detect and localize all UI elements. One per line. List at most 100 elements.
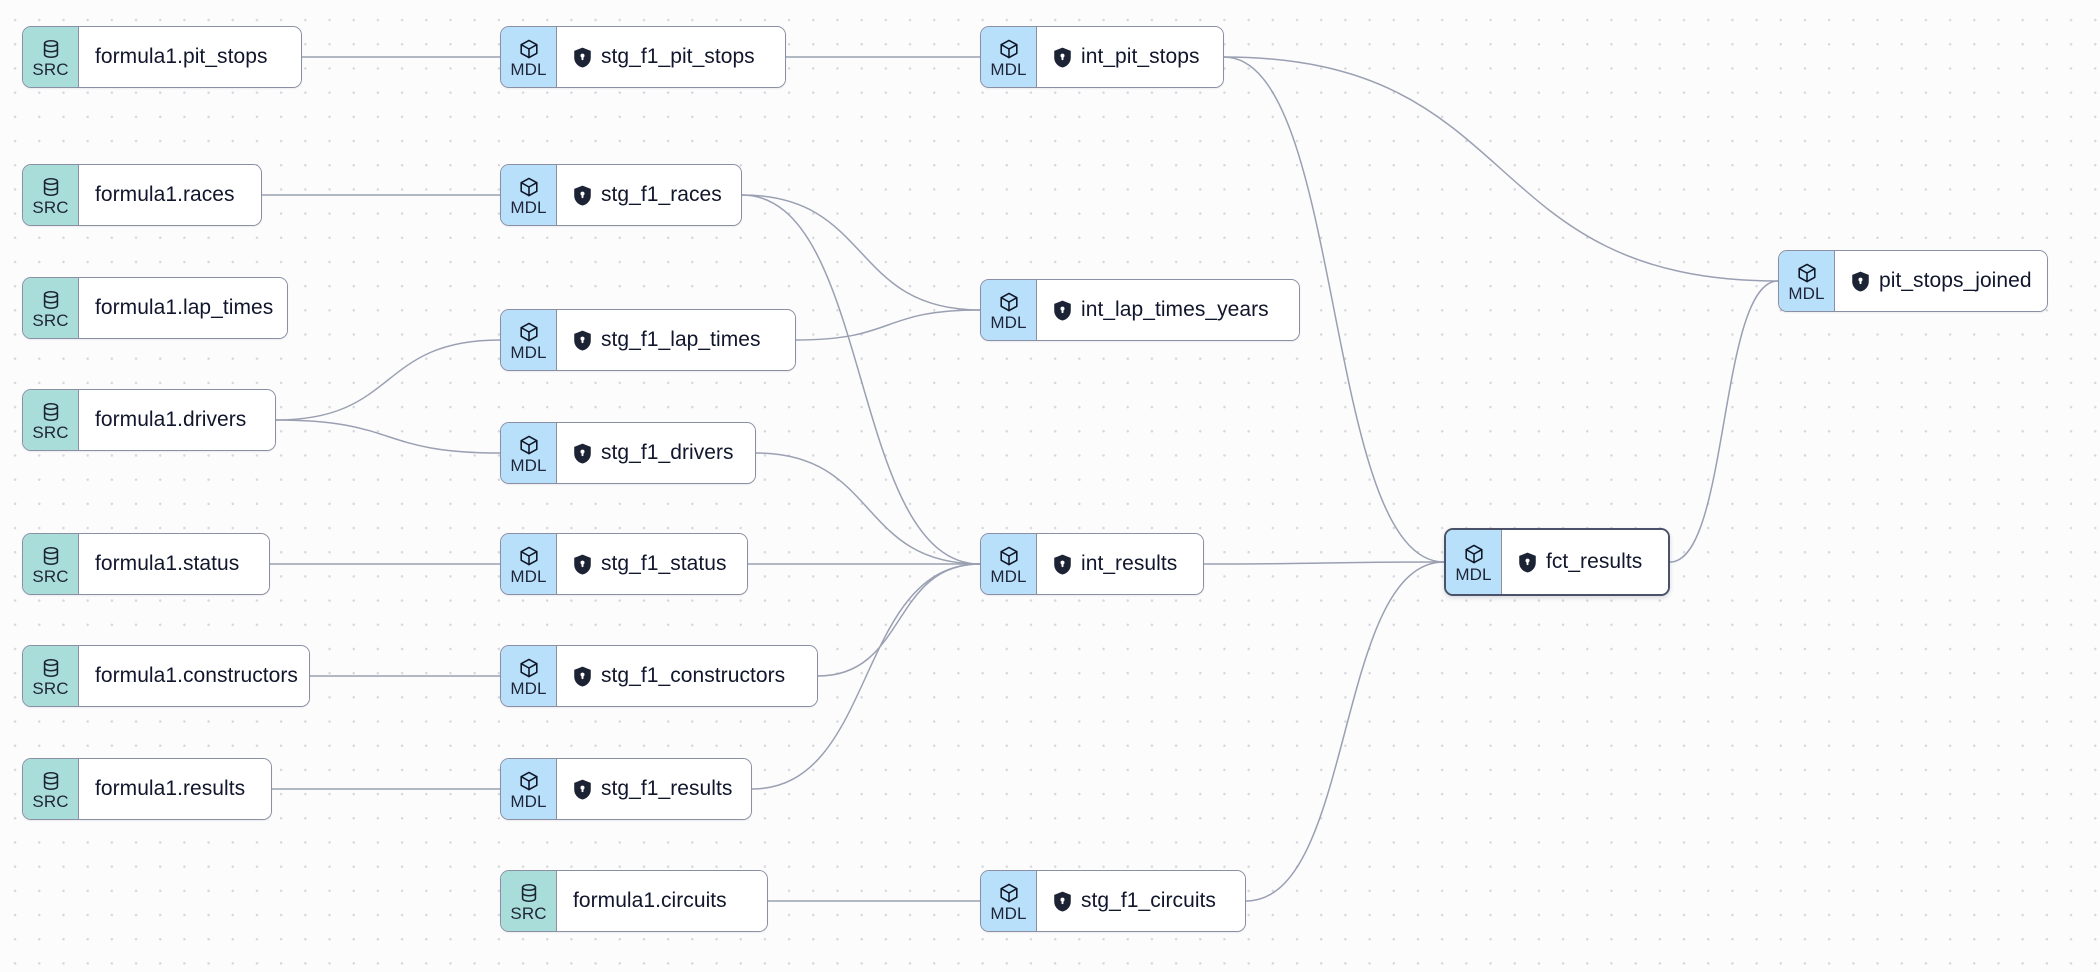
node-type-label: MDL xyxy=(990,904,1027,923)
graph-node-src_drivers[interactable]: SRC formula1.drivers xyxy=(22,389,276,451)
node-label: fct_results xyxy=(1546,550,1643,573)
node-body: stg_f1_status xyxy=(557,534,747,594)
node-type-label: SRC xyxy=(32,60,69,79)
graph-node-src_circuits[interactable]: SRC formula1.circuits xyxy=(500,870,768,932)
edge-src_drivers-to-stg_lap_times xyxy=(275,339,501,421)
node-type-badge: MDL xyxy=(1779,251,1835,311)
edge-stg_drivers-to-int_results xyxy=(755,452,981,565)
graph-node-src_status[interactable]: SRC formula1.status xyxy=(22,533,270,595)
database-icon xyxy=(40,38,62,60)
node-type-badge: SRC xyxy=(23,646,79,706)
edge-int_pit_stops-to-pit_stops_joined xyxy=(1223,56,1779,282)
node-type-badge: MDL xyxy=(981,534,1037,594)
node-type-badge: MDL xyxy=(501,759,557,819)
node-type-label: MDL xyxy=(510,792,547,811)
node-type-badge: SRC xyxy=(23,534,79,594)
node-type-label: MDL xyxy=(510,343,547,362)
graph-node-src_lap_times[interactable]: SRC formula1.lap_times xyxy=(22,277,288,339)
node-type-badge: SRC xyxy=(501,871,557,931)
node-type-label: MDL xyxy=(1788,284,1825,303)
node-type-label: SRC xyxy=(32,423,69,442)
node-body: formula1.lap_times xyxy=(79,278,287,338)
node-label: stg_f1_pit_stops xyxy=(601,45,755,68)
shield-lock-icon xyxy=(1053,554,1072,575)
node-label: formula1.pit_stops xyxy=(95,45,268,68)
node-type-badge: MDL xyxy=(501,27,557,87)
database-icon xyxy=(40,770,62,792)
database-icon xyxy=(40,401,62,423)
cube-icon xyxy=(518,176,540,198)
graph-node-src_pit_stops[interactable]: SRC formula1.pit_stops xyxy=(22,26,302,88)
database-icon xyxy=(40,176,62,198)
node-type-badge: SRC xyxy=(23,278,79,338)
node-label: pit_stops_joined xyxy=(1879,269,2032,292)
graph-node-stg_races[interactable]: MDL stg_f1_races xyxy=(500,164,742,226)
node-label: stg_f1_lap_times xyxy=(601,328,761,351)
shield-lock-icon xyxy=(573,47,592,68)
node-label: stg_f1_results xyxy=(601,777,733,800)
node-body: stg_f1_drivers xyxy=(557,423,755,483)
node-body: formula1.constructors xyxy=(79,646,309,706)
graph-node-int_pit_stops[interactable]: MDL int_pit_stops xyxy=(980,26,1224,88)
shield-lock-icon xyxy=(573,443,592,464)
cube-icon xyxy=(998,882,1020,904)
node-type-badge: MDL xyxy=(501,423,557,483)
node-type-label: SRC xyxy=(510,904,547,923)
node-label: formula1.lap_times xyxy=(95,296,274,319)
graph-node-fct_results[interactable]: MDL fct_results xyxy=(1444,528,1670,596)
node-type-badge: MDL xyxy=(981,280,1037,340)
shield-lock-icon xyxy=(1518,552,1537,573)
node-label: formula1.drivers xyxy=(95,408,247,431)
node-type-badge: SRC xyxy=(23,390,79,450)
graph-node-stg_lap_times[interactable]: MDL stg_f1_lap_times xyxy=(500,309,796,371)
graph-node-stg_circuits[interactable]: MDL stg_f1_circuits xyxy=(980,870,1246,932)
cube-icon xyxy=(518,657,540,679)
node-body: formula1.results xyxy=(79,759,271,819)
graph-node-stg_results[interactable]: MDL stg_f1_results xyxy=(500,758,752,820)
node-label: formula1.races xyxy=(95,183,235,206)
edge-int_results-to-fct_results xyxy=(1203,561,1445,565)
cube-icon xyxy=(518,321,540,343)
node-body: formula1.circuits xyxy=(557,871,767,931)
graph-node-int_results[interactable]: MDL int_results xyxy=(980,533,1204,595)
node-type-label: MDL xyxy=(510,567,547,586)
node-label: int_pit_stops xyxy=(1081,45,1200,68)
shield-lock-icon xyxy=(1851,271,1870,292)
node-type-badge: SRC xyxy=(23,27,79,87)
graph-node-src_races[interactable]: SRC formula1.races xyxy=(22,164,262,226)
node-type-label: SRC xyxy=(32,567,69,586)
graph-node-stg_status[interactable]: MDL stg_f1_status xyxy=(500,533,748,595)
node-type-label: MDL xyxy=(1455,565,1492,584)
cube-icon xyxy=(1796,262,1818,284)
node-type-label: SRC xyxy=(32,679,69,698)
node-body: stg_f1_lap_times xyxy=(557,310,795,370)
node-type-badge: MDL xyxy=(501,534,557,594)
shield-lock-icon xyxy=(573,554,592,575)
cube-icon xyxy=(518,770,540,792)
node-label: formula1.circuits xyxy=(573,889,727,912)
node-label: stg_f1_races xyxy=(601,183,722,206)
database-icon xyxy=(40,657,62,679)
node-type-badge: MDL xyxy=(501,165,557,225)
node-label: int_results xyxy=(1081,552,1178,575)
graph-node-src_constructors[interactable]: SRC formula1.constructors xyxy=(22,645,310,707)
node-body: formula1.status xyxy=(79,534,269,594)
node-type-label: MDL xyxy=(990,60,1027,79)
graph-node-stg_pit_stops[interactable]: MDL stg_f1_pit_stops xyxy=(500,26,786,88)
node-body: stg_f1_races xyxy=(557,165,741,225)
node-type-badge: SRC xyxy=(23,759,79,819)
node-label: stg_f1_circuits xyxy=(1081,889,1216,912)
shield-lock-icon xyxy=(573,330,592,351)
edge-stg_races-to-int_results xyxy=(741,194,981,565)
node-label: formula1.results xyxy=(95,777,246,800)
node-type-label: SRC xyxy=(32,198,69,217)
node-type-badge: MDL xyxy=(981,871,1037,931)
graph-node-src_results[interactable]: SRC formula1.results xyxy=(22,758,272,820)
database-icon xyxy=(40,545,62,567)
graph-node-pit_stops_joined[interactable]: MDL pit_stops_joined xyxy=(1778,250,2048,312)
